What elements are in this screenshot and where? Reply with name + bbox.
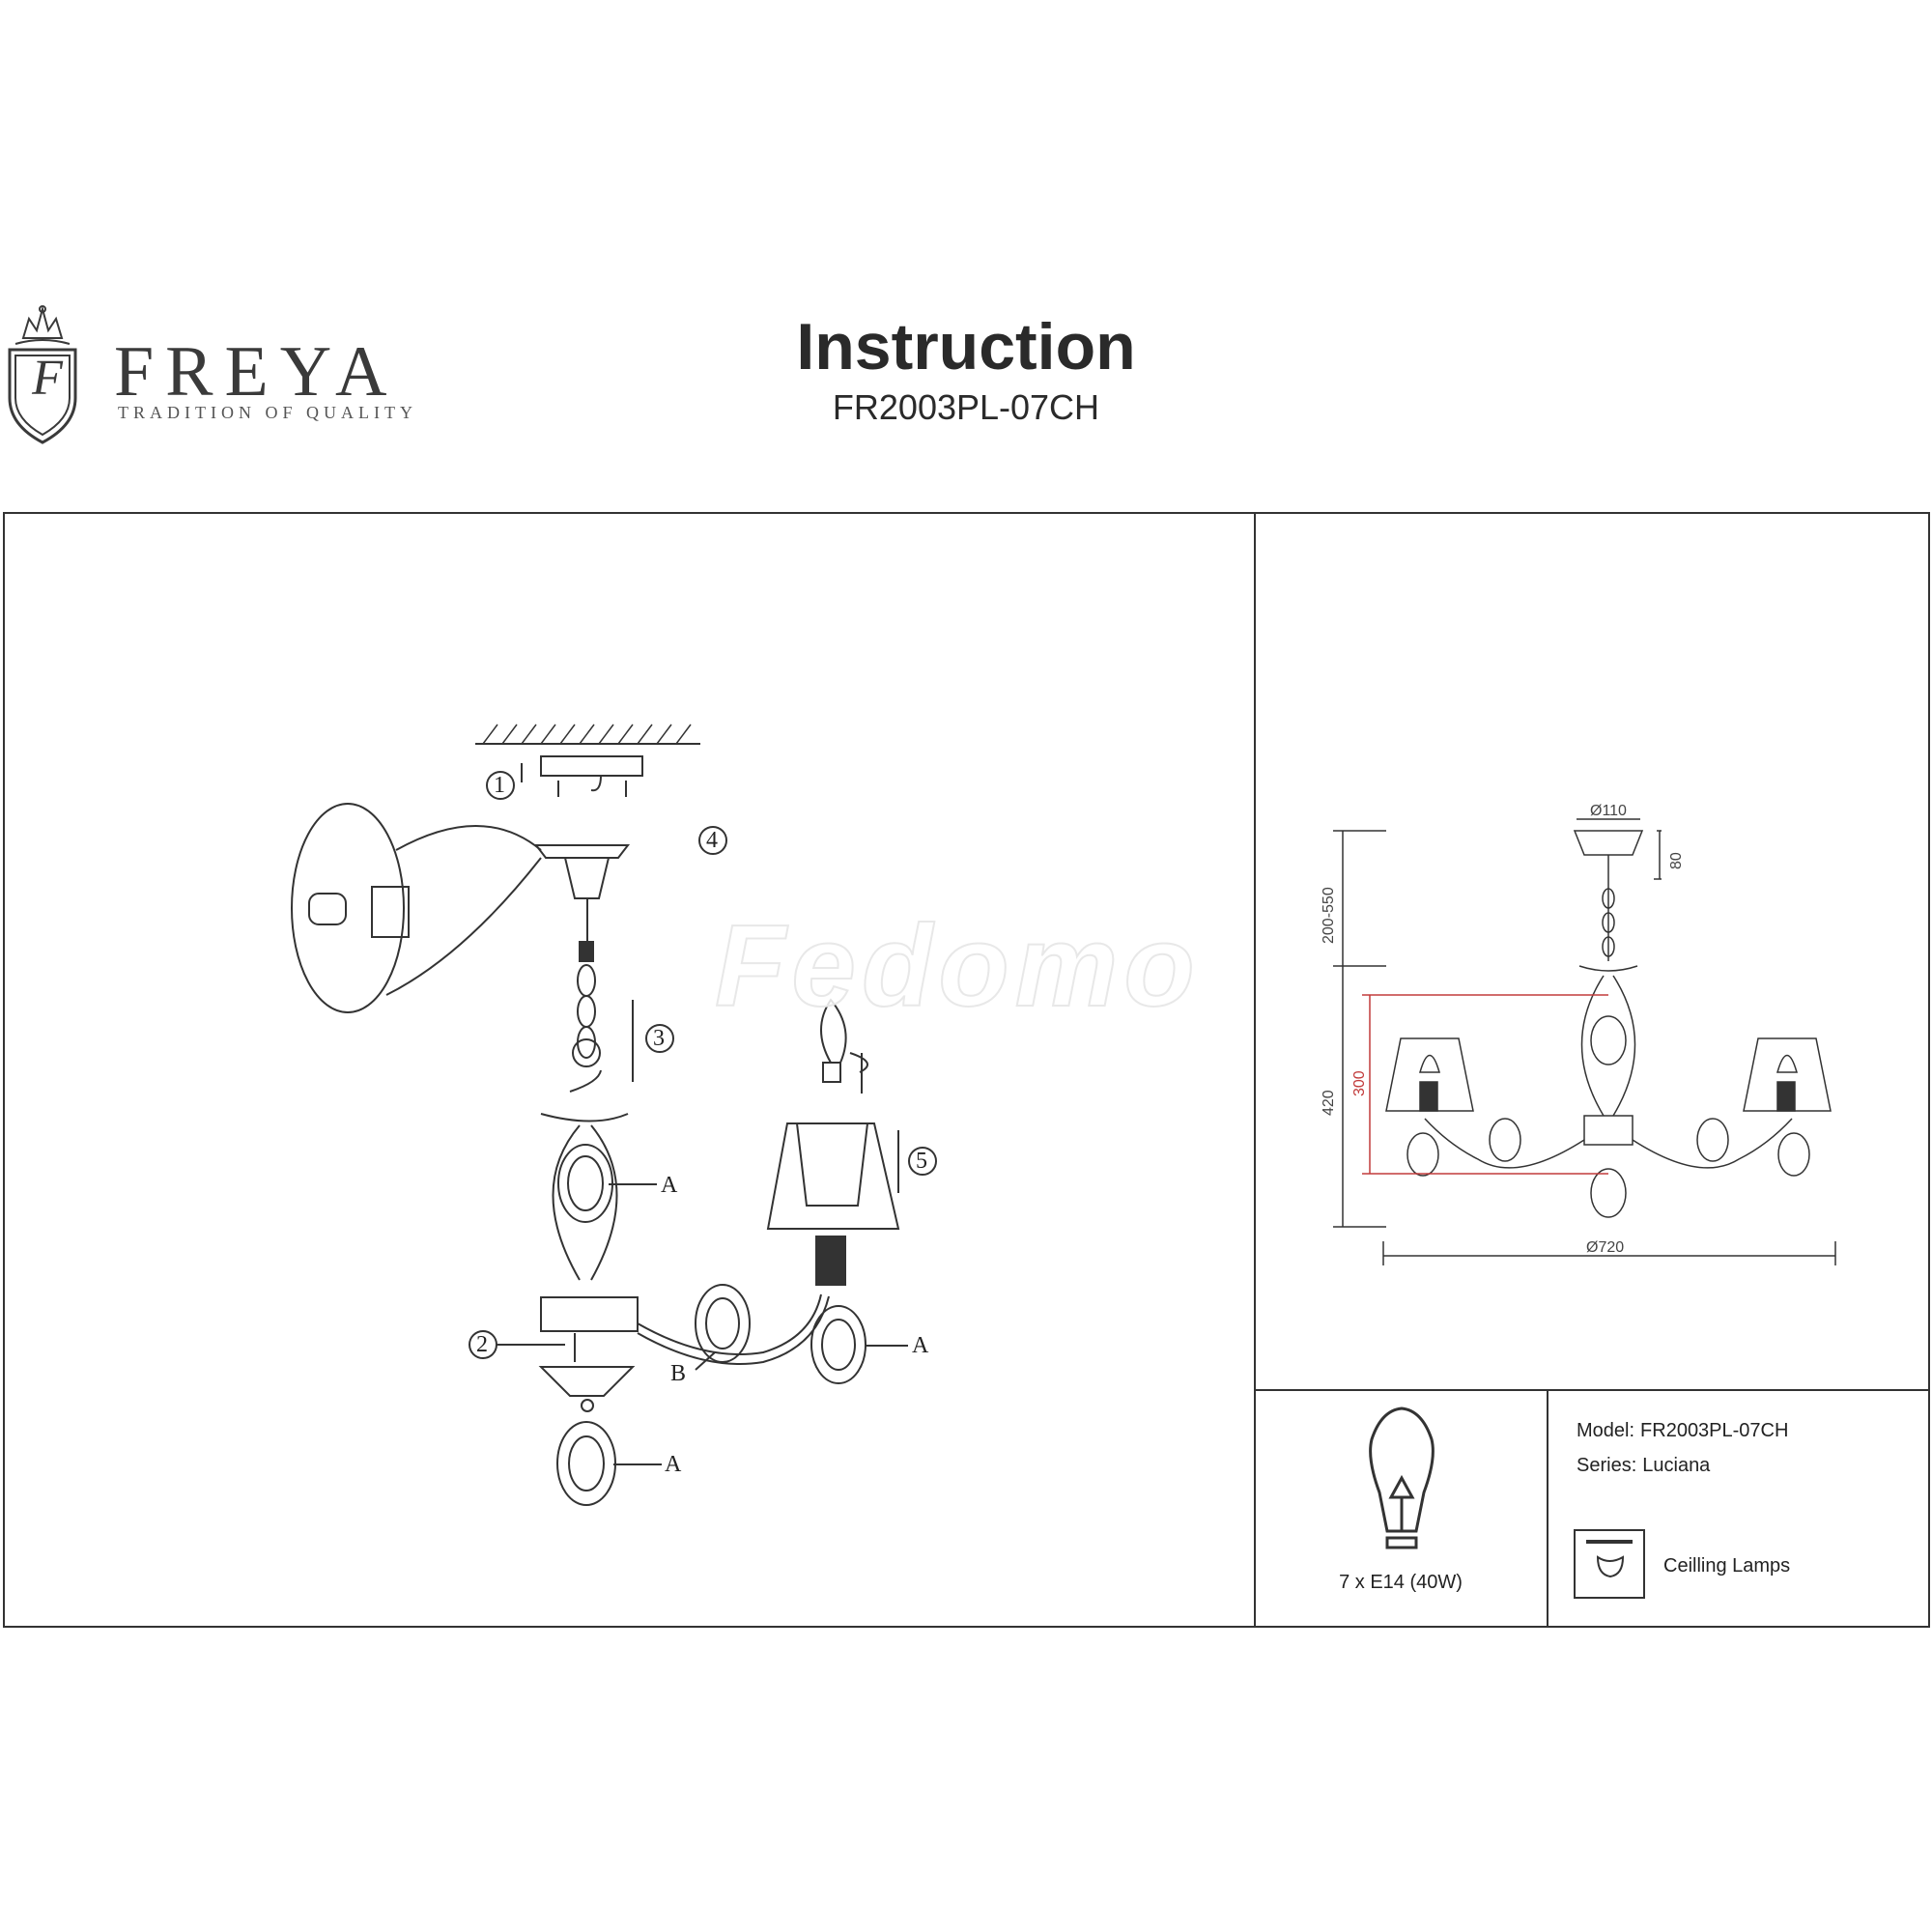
series-info: Series:Luciana — [1577, 1456, 1710, 1475]
instruction-frame — [3, 512, 1930, 1628]
arm-height-dim: 300 — [1351, 1070, 1368, 1096]
part-a-label-arm: A — [912, 1333, 929, 1358]
freya-crest-logo — [8, 305, 77, 444]
series-value: Luciana — [1642, 1455, 1711, 1476]
brand-tagline: TRADITION OF QUALITY — [118, 403, 417, 422]
part-a-label-upper: A — [661, 1173, 678, 1198]
crest-letter: F — [32, 351, 63, 406]
chain-length-dim: 200-550 — [1321, 887, 1337, 944]
watermark: Fedomo — [714, 901, 1201, 1031]
model-code-heading: FR2003PL-07CH — [832, 387, 1100, 427]
step-1-label: 1 — [494, 773, 505, 798]
step-3-label: 3 — [653, 1026, 665, 1051]
part-a-label-lower: A — [665, 1452, 682, 1477]
canopy-height-dim: 80 — [1668, 852, 1685, 869]
part-b-label: B — [670, 1361, 687, 1386]
series-label: Series: — [1577, 1455, 1637, 1476]
bulb-spec: 7 x E14 (40W) — [1339, 1572, 1463, 1593]
canopy-diameter-dim: Ø110 — [1590, 803, 1627, 819]
model-label: Model: — [1577, 1420, 1635, 1441]
lamp-type-label: Ceilling Lamps — [1663, 1555, 1791, 1577]
body-height-dim: 420 — [1321, 1090, 1337, 1116]
step-4-label: 4 — [706, 828, 718, 853]
frame-divider-vertical — [1254, 512, 1256, 1628]
brand-name: FREYA — [114, 332, 399, 412]
frame-divider-horizontal — [1254, 1389, 1930, 1391]
page-title: Instruction — [796, 310, 1136, 384]
step-5-label: 5 — [916, 1149, 927, 1174]
model-info: Model:FR2003PL-07CH — [1577, 1421, 1788, 1440]
spec-divider-vertical — [1547, 1389, 1548, 1628]
step-2-label: 2 — [476, 1332, 488, 1357]
model-value: FR2003PL-07CH — [1640, 1420, 1789, 1441]
total-diameter-dim: Ø720 — [1586, 1239, 1625, 1256]
